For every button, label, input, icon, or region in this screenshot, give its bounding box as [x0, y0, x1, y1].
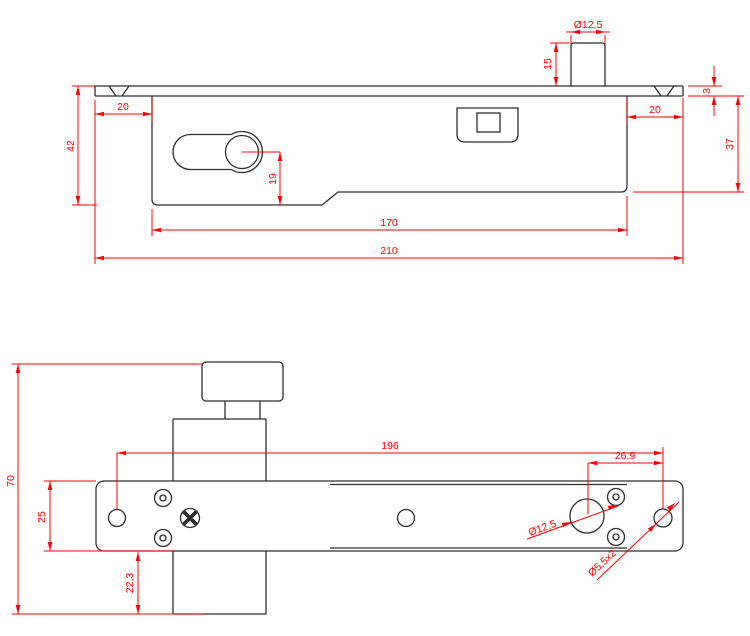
dim-faceplate-width: 25 [36, 480, 172, 552]
dim-spindle-height: 15 [542, 42, 569, 86]
dim-total-height: 42 [65, 85, 97, 206]
countersink-left [108, 85, 130, 97]
dim-total-depth: 70 [5, 363, 203, 615]
dim-label: Ø12,5 [527, 518, 558, 539]
dim-spindle-dia: Ø12,5 [566, 19, 610, 44]
dim-backset-right: 20 [626, 98, 683, 125]
dim-label: 22,3 [124, 573, 136, 594]
cylinder-hole [569, 498, 605, 534]
dim-hole-spacing: 196 [116, 440, 663, 510]
knob [201, 361, 284, 402]
bottom-view: 70 25 22,3 196 [5, 361, 684, 615]
hole-left [107, 508, 127, 528]
dim-label: 210 [380, 245, 398, 257]
dim-label: 20 [649, 104, 661, 116]
dim-label: 25 [36, 511, 48, 523]
faceplate-bar [95, 480, 684, 552]
crossed-hole-symbol [179, 507, 201, 529]
dim-backset-left: 20 [95, 98, 153, 122]
knob-neck [224, 401, 261, 419]
screw-hole-upper-right [606, 487, 626, 507]
top-view: 20 42 19 Ø12,5 [65, 19, 744, 264]
hole-middle [396, 508, 416, 528]
screw-hole-lower-right [606, 527, 626, 547]
countersink-right [653, 85, 675, 97]
lock-case-outline [151, 96, 628, 206]
spindle-stub [570, 42, 606, 86]
dim-label: 3 [701, 88, 713, 94]
dim-faceplate-thickness: 3 [688, 66, 744, 116]
dim-case-length: 170 [151, 196, 628, 236]
dim-label: 196 [381, 440, 399, 452]
screw-hole-upper-left [153, 488, 173, 508]
dim-label: 20 [117, 101, 129, 113]
faceplate-outline [94, 85, 684, 97]
dim-label: 170 [380, 217, 398, 229]
dim-fixing-holes: Ø5,5x2 [586, 501, 680, 581]
dim-label: 19 [267, 173, 279, 185]
dim-case-depth: 37 [633, 96, 744, 193]
dim-faceplate-length: 210 [94, 98, 684, 264]
dim-label: 37 [724, 138, 736, 150]
dim-case-below: 22,3 [124, 552, 141, 614]
dim-label: 70 [5, 475, 17, 487]
dim-cylinder-to-bottom: 19 [242, 151, 283, 205]
dim-label: Ø12,5 [574, 19, 603, 31]
dim-label: 42 [65, 140, 77, 152]
dim-label: 15 [542, 58, 554, 70]
latch-pocket [456, 107, 519, 143]
screw-hole-lower-left [153, 528, 173, 548]
dim-label: 26,9 [615, 450, 636, 462]
dim-end-hole-offset: 26,9 [587, 447, 664, 514]
